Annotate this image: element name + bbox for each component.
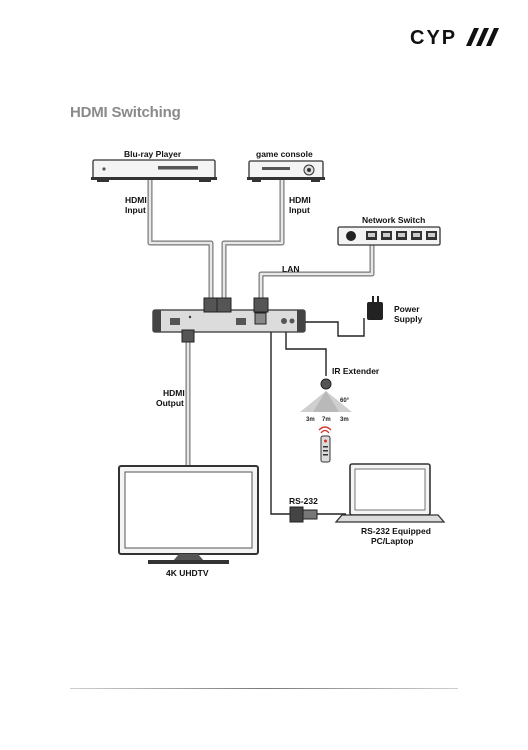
- bluray-label: Blu-ray Player: [124, 149, 182, 159]
- hdmi-output-line1: HDMI: [163, 388, 185, 398]
- hdmi-input-left-line1: HDMI: [125, 195, 147, 205]
- lan-label: LAN: [282, 264, 299, 274]
- ir-distance-3: 3m: [340, 417, 349, 423]
- ir-extender-label: IR Extender: [332, 366, 380, 376]
- game-console: [247, 160, 325, 182]
- pc-label-line2: PC/Laptop: [371, 536, 414, 546]
- power-label-line1: Power: [394, 304, 420, 314]
- pc-label-line1: RS-232 Equipped: [361, 526, 431, 536]
- hdmi-input-right-line2: Input: [289, 205, 310, 215]
- ir-distance-2: 7m: [322, 417, 331, 423]
- network-switch: [337, 226, 441, 246]
- ir-distance-1: 3m: [306, 417, 315, 423]
- tv-label: 4K UHDTV: [166, 568, 209, 578]
- footer-divider: [70, 688, 458, 689]
- laptop-icon: [334, 463, 446, 523]
- remote-control-icon: [318, 426, 332, 463]
- hdmi-switcher-unit: [152, 297, 306, 343]
- cable-rs232: [270, 332, 290, 515]
- ir-receiver-icon: [320, 378, 332, 390]
- cyp-logo: CYP: [410, 27, 499, 48]
- ir-angle: 60°: [340, 398, 350, 404]
- cable-hdmi-console: [221, 180, 285, 300]
- cable-lan: [258, 242, 375, 300]
- cable-power: [302, 318, 365, 337]
- ir-coverage-cone: [300, 391, 352, 412]
- hdmi-input-right-line1: HDMI: [289, 195, 311, 205]
- rs232-label: RS-232: [289, 496, 318, 506]
- tv-icon: [118, 465, 259, 564]
- section-title: HDMI Switching: [70, 104, 181, 121]
- hdmi-output-line2: Output: [156, 398, 184, 408]
- console-label: game console: [256, 149, 313, 159]
- logo-text: CYP: [410, 27, 457, 48]
- cable-hdmi-bluray: [147, 180, 214, 300]
- network-switch-label: Network Switch: [362, 215, 425, 225]
- bluray-player: [91, 159, 217, 182]
- hdmi-input-left-line2: Input: [125, 205, 146, 215]
- cable-ir: [285, 332, 327, 376]
- rs232-connector-icon: [289, 506, 346, 523]
- power-label-line2: Supply: [394, 314, 423, 324]
- power-supply-icon: [367, 296, 383, 320]
